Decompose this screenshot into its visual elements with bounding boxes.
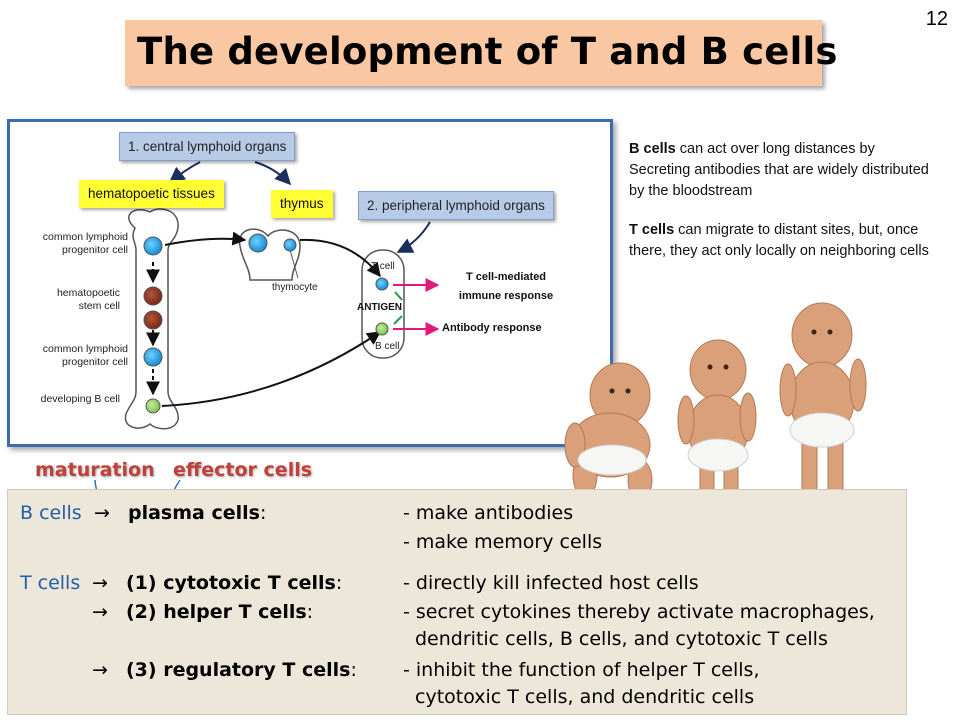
t-cells-description: T cells can migrate to distant sites, bu…: [629, 222, 929, 259]
plasma-function-2: - make memory cells: [403, 531, 603, 553]
central-lymphoid-organs-box: 1. central lymphoid organs: [119, 132, 296, 161]
arrow-icon: →: [92, 659, 108, 681]
helper-label: (2) helper T cells:: [126, 601, 314, 623]
b-cell: [375, 322, 389, 336]
bone-outline: [124, 208, 179, 430]
developing-b-cell: [145, 398, 161, 414]
page-number: 12: [925, 8, 948, 30]
thymus-cell-2: [283, 238, 297, 252]
label-b-cell: B cell: [375, 341, 400, 352]
thymus-cell-1: [248, 233, 268, 253]
t-cells-label: T cells: [20, 572, 81, 594]
regulatory-label: (3) regulatory T cells:: [126, 659, 357, 681]
progenitor-cell-top: [143, 236, 163, 256]
arrow-icon: →: [92, 572, 108, 594]
arrow-icon: →: [92, 601, 108, 623]
babies-illustration: [564, 302, 867, 511]
b-cells-label: B cells: [20, 502, 82, 524]
arrow-icon: →: [94, 502, 110, 524]
b-cells-description: B cells can act over long distances by S…: [629, 141, 929, 199]
peripheral-lymphoid-organs-box: 2. peripheral lymphoid organs: [358, 191, 554, 220]
stem-cell-2: [143, 310, 163, 330]
regulatory-function-1: - inhibit the function of helper T cells…: [403, 659, 760, 681]
page-title: The development of T and B cells: [137, 30, 838, 73]
hematopoetic-tissues-box: hematopoetic tissues: [79, 180, 224, 208]
effector-cells-label: effector cells: [173, 459, 313, 481]
t-cell: [375, 277, 389, 291]
label-t-cell: T cell: [371, 261, 395, 272]
peripheral-organ-outline: [361, 249, 405, 359]
diagram-panel: [7, 119, 613, 447]
maturation-label: maturation: [35, 459, 155, 481]
plasma-cells-label: plasma cells:: [128, 502, 267, 524]
label-developing-b-cell: developing B cell: [40, 393, 120, 405]
thymus-outline: [238, 228, 301, 281]
thymus-box: thymus: [271, 190, 333, 218]
label-antibody-response: Antibody response: [442, 322, 542, 334]
title-banner: [125, 20, 822, 86]
effector-panel: [7, 489, 907, 715]
progenitor-cell-bottom: [143, 347, 163, 367]
cytotoxic-function: - directly kill infected host cells: [403, 572, 699, 594]
label-thymocyte: thymocyte: [272, 282, 318, 293]
helper-function-2: dendritic cells, B cells, and cytotoxic …: [415, 628, 828, 650]
stem-cell-1: [143, 286, 163, 306]
regulatory-function-2: cytotoxic T cells, and dendritic cells: [415, 686, 755, 708]
plasma-function-1: - make antibodies: [403, 502, 574, 524]
cytotoxic-label: (1) cytotoxic T cells:: [126, 572, 343, 594]
label-antigen: ANTIGEN: [357, 302, 402, 313]
helper-function-1: - secret cytokines thereby activate macr…: [403, 601, 875, 623]
